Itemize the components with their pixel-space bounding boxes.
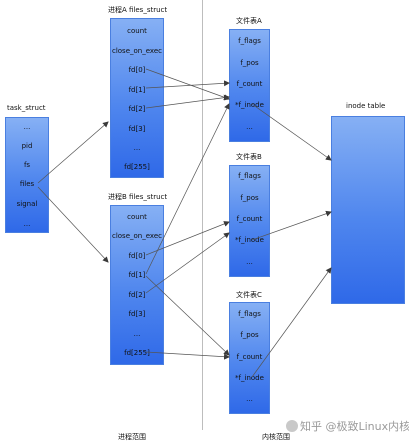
file-b-field: ...: [246, 258, 253, 266]
files-b-field: fd[0]: [128, 252, 146, 260]
file-b-title: 文件表B: [236, 153, 262, 161]
watermark: 知乎 @极致Linux内核: [286, 418, 409, 434]
kernel-region-label: 内核范围: [262, 433, 290, 441]
file-c-field: *f_inode: [235, 374, 264, 382]
file-a-field: ...: [246, 123, 253, 131]
files-a-field: fd[1]: [128, 86, 146, 94]
task-struct-title: task_struct: [7, 104, 46, 112]
files-a-field: close_on_exec: [111, 47, 162, 55]
arrow-files-to-process-b: [37, 186, 109, 263]
files-a-field: fd[0]: [128, 66, 146, 74]
zhihu-logo-icon: [286, 420, 298, 432]
files-b-field: ...: [133, 330, 141, 338]
file-c-field: f_flags: [238, 310, 261, 318]
file-b-field: f_flags: [238, 172, 261, 180]
file-b-field: f_count: [236, 215, 263, 223]
file-a-field: f_count: [236, 80, 263, 88]
arrow-a-fd0-to-file-a-count: [145, 68, 230, 101]
file-c-field: f_pos: [240, 331, 259, 339]
arrow-a-fd2-to-file-a-count: [145, 94, 230, 109]
arrow-files-to-process-a: [37, 121, 109, 184]
arrow-b-fd0-to-file-b: [145, 221, 230, 256]
arrow-b-fd255-to-file-c: [145, 351, 230, 360]
files-a-field: fd[255]: [124, 163, 150, 171]
arrow-b-fd2-to-file-b: [145, 232, 230, 294]
files-a-box: count close_on_exec fd[0] fd[1] fd[2] fd…: [110, 18, 164, 178]
file-b-box: f_flags f_pos f_count *f_inode ...: [229, 165, 270, 277]
file-a-field: *f_inode: [235, 101, 264, 109]
task-struct-field: pid: [21, 142, 33, 150]
files-b-field: fd[255]: [124, 349, 150, 357]
files-a-title: 进程A files_struct: [108, 6, 168, 14]
arrow-b-fd1-to-file-c: [145, 275, 230, 356]
file-a-field: f_flags: [238, 37, 261, 45]
files-b-title: 进程B files_struct: [108, 193, 168, 201]
arrow-b-fd1-to-file-a: [145, 103, 230, 275]
files-b-field: fd[1]: [128, 271, 146, 279]
task-struct-field: ...: [23, 123, 31, 131]
file-a-field: f_pos: [240, 59, 259, 67]
files-a-field: ...: [133, 144, 141, 152]
file-b-field: f_pos: [240, 194, 259, 202]
files-b-box: count close_on_exec fd[0] fd[1] fd[2] fd…: [110, 205, 164, 365]
task-struct-box: ... pid fs files signal ...: [5, 117, 49, 233]
arrow-a-fd1-to-file-a-count: [145, 80, 230, 89]
file-a-title: 文件表A: [236, 17, 262, 25]
file-c-title: 文件表C: [236, 291, 262, 299]
files-b-field: count: [127, 213, 147, 221]
arrow-file-a-inode-to-inode-table: [251, 103, 332, 161]
inode-table-box: [331, 116, 405, 304]
files-a-field: count: [127, 27, 147, 35]
files-a-field: fd[3]: [128, 125, 146, 133]
file-c-field: f_count: [236, 353, 263, 361]
arrow-file-c-inode-to-inode-table: [251, 267, 332, 378]
files-b-field: fd[3]: [128, 310, 146, 318]
inode-table-title: inode table: [346, 102, 386, 110]
file-b-field: *f_inode: [235, 236, 264, 244]
task-struct-field: signal: [16, 200, 38, 208]
files-a-field: fd[2]: [128, 105, 146, 113]
watermark-text: 知乎 @极致Linux内核: [300, 420, 409, 433]
task-struct-field: files: [19, 180, 35, 188]
task-struct-field: fs: [23, 161, 31, 169]
arrow-file-b-inode-to-inode-table: [251, 210, 332, 241]
files-b-field: fd[2]: [128, 291, 146, 299]
process-region-label: 进程范围: [118, 433, 146, 441]
task-struct-field: ...: [23, 220, 31, 228]
files-b-field: close_on_exec: [111, 232, 162, 240]
region-divider: [202, 0, 203, 430]
file-c-field: ...: [246, 395, 253, 403]
